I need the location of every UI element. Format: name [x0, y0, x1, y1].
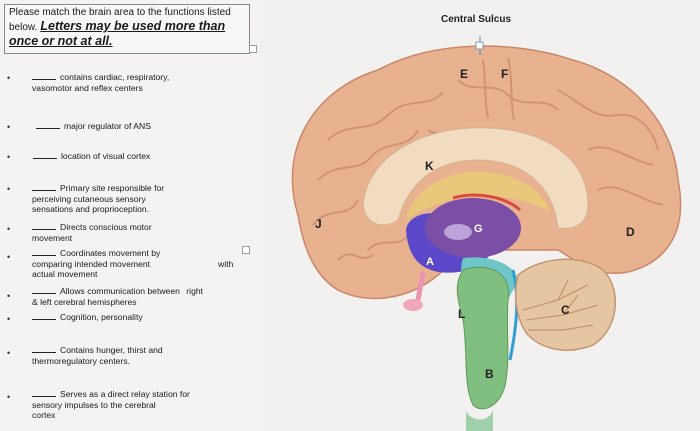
spinal-cord — [466, 410, 493, 431]
question-panel: Please match the brain area to the funct… — [0, 0, 258, 431]
thalamus-highlight — [444, 224, 472, 240]
infundibulum — [415, 271, 426, 301]
answer-blank[interactable] — [32, 396, 56, 397]
label-E: E — [460, 67, 468, 81]
question-item: Coordinates movement by comparing intend… — [32, 248, 234, 279]
bullet-icon: • — [7, 224, 11, 234]
label-B: B — [485, 367, 494, 381]
bullet-icon: • — [7, 152, 11, 162]
resize-handle[interactable] — [242, 246, 250, 254]
question-item: location of visual cortex — [33, 151, 150, 162]
question-item: major regulator of ANS — [36, 121, 151, 132]
thalamus — [425, 198, 521, 258]
question-item: contains cardiac, respiratory, vasomotor… — [32, 72, 170, 93]
answer-blank[interactable] — [32, 229, 56, 230]
resize-handle[interactable] — [249, 45, 257, 53]
instructions-emphasis-b: once or not at all. — [9, 34, 113, 48]
label-K: K — [425, 159, 434, 173]
answer-blank[interactable] — [32, 319, 56, 320]
label-C: C — [561, 303, 570, 317]
answer-blank[interactable] — [36, 128, 60, 129]
instructions-line2-prefix: below. — [9, 22, 38, 33]
answer-blank[interactable] — [32, 293, 56, 294]
question-item: Serves as a direct relay station for sen… — [32, 389, 190, 420]
cerebellum — [514, 258, 617, 351]
question-item: Cognition, personality — [32, 312, 143, 323]
answer-blank[interactable] — [32, 352, 56, 353]
answer-blank[interactable] — [32, 79, 56, 80]
bullet-icon: • — [7, 392, 11, 402]
corpus-callosum — [362, 127, 589, 229]
instructions-emphasis-a: Letters may be used more than — [40, 19, 226, 33]
bullet-icon: • — [7, 291, 11, 301]
question-item: Contains hunger, thirst and thermoregula… — [32, 345, 163, 366]
central-sulcus-label: Central Sulcus — [441, 14, 511, 25]
bullet-icon: • — [7, 184, 11, 194]
arbor-vitae — [522, 279, 599, 331]
bullet-icon: • — [7, 122, 11, 132]
question-item: Allows communication between right & lef… — [32, 286, 204, 307]
bullet-icon: • — [7, 73, 11, 83]
label-L: L — [458, 307, 465, 321]
question-item: Primary site responsible for perceiving … — [32, 183, 165, 214]
bullet-icon: • — [7, 348, 11, 358]
label-A: A — [426, 256, 434, 268]
stria-line — [452, 193, 521, 212]
label-D: D — [626, 225, 635, 239]
bullet-icon: • — [7, 314, 11, 324]
instructions-box: Please match the brain area to the funct… — [4, 4, 257, 54]
bullet-icon: • — [7, 252, 11, 262]
fourth-ventricle — [508, 269, 519, 361]
label-G: G — [474, 223, 483, 235]
answer-blank[interactable] — [33, 158, 57, 159]
question-item: Directs conscious motor movement — [32, 222, 152, 243]
label-F: F — [501, 67, 508, 81]
instructions-line1: Please match the brain area to the funct… — [9, 7, 231, 18]
brainstem — [456, 266, 510, 410]
answer-blank[interactable] — [32, 255, 56, 256]
answer-blank[interactable] — [32, 190, 56, 191]
central-sulcus-handle[interactable] — [475, 41, 484, 50]
brain-diagram: Central Sulcus E F K G J A D L C B — [258, 0, 700, 431]
pituitary — [403, 299, 423, 311]
label-J: J — [315, 217, 322, 231]
